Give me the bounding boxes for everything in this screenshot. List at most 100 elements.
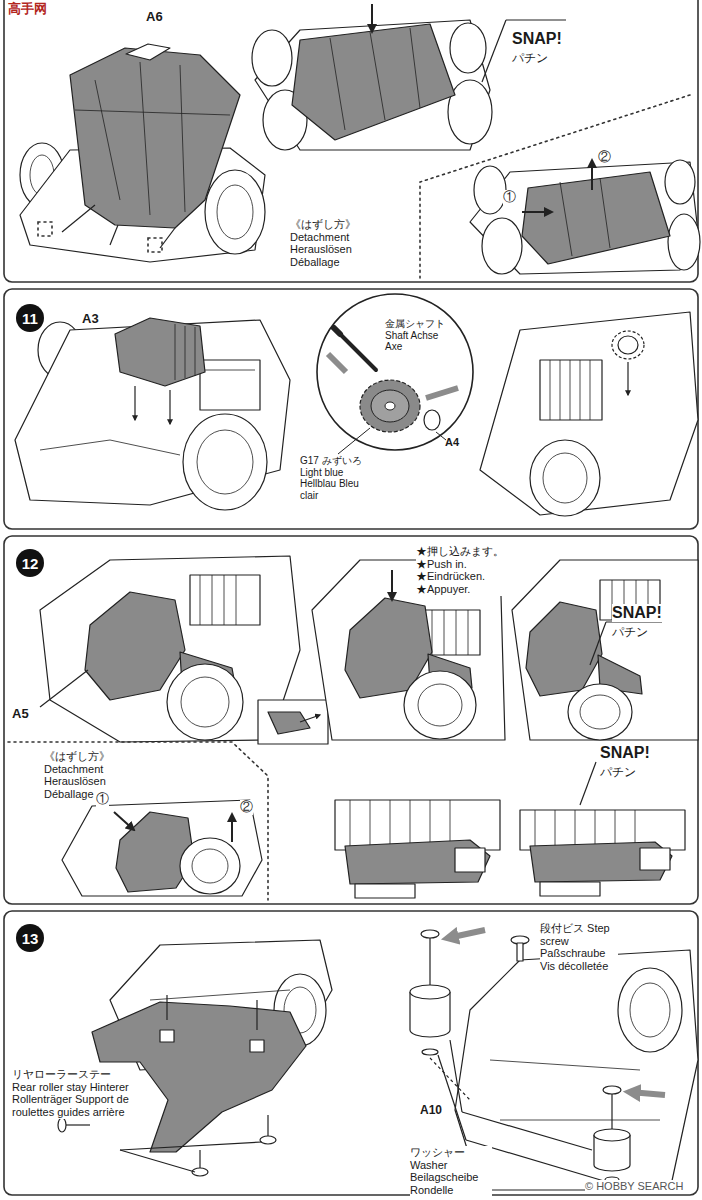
inset-drawing — [328, 354, 346, 372]
detachment-view-part — [522, 172, 670, 264]
roller-stay-assembly-part — [260, 1136, 276, 1144]
roller-stay-assembly-part — [150, 990, 290, 1000]
roller-mount-part — [630, 1092, 665, 1095]
part-number: A6 — [146, 10, 163, 25]
roller-stay-assembly-part — [166, 995, 167, 1020]
inset-drawing — [317, 294, 473, 450]
chassis-snap — [512, 560, 698, 740]
inset-drawing — [334, 328, 340, 334]
step-panels-part — [4, 289, 698, 529]
chassis-motor-cover-part — [134, 386, 135, 420]
detachment-view-part — [591, 160, 593, 190]
detachment-view-a5-part — [62, 800, 262, 896]
chassis-cover-open-part — [110, 225, 118, 245]
chassis-cover-closed-part — [448, 80, 492, 144]
chassis-cover-a5-part — [224, 575, 225, 625]
detachment-view-a5-part — [114, 812, 134, 830]
chassis-gear-part — [550, 360, 551, 420]
side-view-after — [520, 762, 685, 896]
inset-drawing — [338, 332, 376, 370]
step-panels — [4, 0, 698, 1195]
chassis-cover-closed-part — [410, 28, 420, 108]
chassis-cover-closed-part — [482, 20, 506, 82]
part-number: A3 — [82, 312, 99, 327]
roller-stay-assembly-part — [256, 1000, 257, 1030]
roller-mount-part — [517, 943, 523, 961]
side-view-before-part — [455, 848, 485, 872]
step-number-text: 12 — [22, 555, 39, 572]
chassis-cover-closed-part — [370, 32, 385, 120]
chassis-gear-part — [560, 360, 561, 420]
snap-text: SNAP! — [612, 604, 662, 622]
detachment-view-part — [665, 160, 695, 204]
chassis-cover-closed-part — [506, 19, 566, 20]
chassis-gear-part — [480, 312, 698, 515]
chassis-push-in-part — [444, 610, 445, 655]
snap-text: パチン — [512, 52, 548, 66]
step-panels-part — [4, 536, 698, 904]
chassis-gear-part — [580, 360, 581, 420]
roller-stay-assembly-part — [199, 1150, 200, 1168]
step-number: 12 — [16, 549, 44, 577]
chassis-cover-open-part — [70, 48, 240, 228]
step-number-text: 11 — [22, 310, 38, 327]
roller-mount-part — [450, 1040, 462, 1112]
chassis-motor-cover-part — [185, 326, 186, 378]
inset-drawing — [360, 380, 420, 432]
chassis-cover-open-part — [217, 185, 253, 239]
roller-stay-assembly-part — [120, 1142, 262, 1150]
chassis-motor-cover-part — [197, 430, 253, 494]
chassis-push-in-part — [456, 610, 457, 655]
chassis-push-in-part — [404, 671, 476, 739]
chassis-cover-a5-part — [300, 715, 320, 722]
side-view-before-part — [370, 800, 371, 850]
roller-stay-assembly — [58, 940, 332, 1176]
roller-mount-part — [500, 1120, 660, 1121]
chassis-motor-cover-part — [169, 390, 170, 424]
detachment-view-part — [470, 162, 698, 274]
chassis-snap-part — [580, 695, 620, 729]
step-order: ① — [503, 190, 516, 205]
chassis-cover-open-part — [95, 80, 120, 200]
push-note: ★押し込みます。 ★Push in. ★Eindrücken. ★Appuyer… — [416, 545, 516, 596]
side-view-before-part — [355, 884, 415, 898]
chassis-cover-a5-part — [236, 575, 237, 625]
chassis-cover-closed-part — [450, 23, 486, 73]
chassis-motor-cover-part — [195, 327, 196, 376]
step-number: 13 — [16, 924, 44, 952]
part-number: A10 — [420, 1104, 442, 1118]
chassis-cover-a5 — [40, 556, 328, 744]
side-view-after-part — [530, 842, 672, 882]
chassis-cover-closed-part — [371, 4, 373, 32]
roller-mount-part — [438, 1055, 466, 1140]
snap-text: SNAP! — [512, 30, 562, 48]
chassis-cover-closed-part — [330, 38, 345, 130]
detachment-view-part — [668, 214, 700, 270]
detachment-view-part — [522, 211, 552, 213]
roller-mount-part — [430, 1058, 470, 1100]
roller-stay-assembly-part — [120, 1150, 195, 1172]
step-order: ① — [96, 792, 109, 807]
chassis-cover-open-part — [75, 110, 230, 115]
chassis-snap-part — [568, 684, 632, 740]
chassis-snap-part — [590, 622, 606, 665]
chassis-cover-closed-part — [252, 30, 292, 86]
chassis-motor-cover-part — [115, 318, 205, 386]
snap-text: パチン — [600, 766, 636, 780]
chassis-cover-a5-part — [200, 575, 201, 625]
chassis-cover-open — [20, 44, 265, 262]
part-caption: ワッシャー Washer Beilagscheibe Rondelle — [410, 1146, 492, 1197]
side-view-after-part — [555, 810, 556, 850]
chassis-motor-cover-part — [183, 414, 267, 510]
detail-inset: 金属シャフト Shaft Achse AxeG17 みずいろ Light blu… — [298, 292, 476, 524]
chassis-cover-open-part — [140, 62, 150, 215]
chassis-gear-part — [590, 360, 591, 420]
chassis-motor-cover — [15, 318, 290, 510]
side-view-before-part — [345, 840, 490, 884]
roller-stay-assembly-part — [66, 1124, 90, 1125]
watermark: © HOBBY SEARCH — [585, 1180, 683, 1193]
inset-drawing — [424, 410, 440, 430]
detachment-view-part — [474, 166, 506, 214]
detachment-view-a5-part — [180, 838, 240, 894]
roller-mount-part — [603, 1086, 621, 1094]
